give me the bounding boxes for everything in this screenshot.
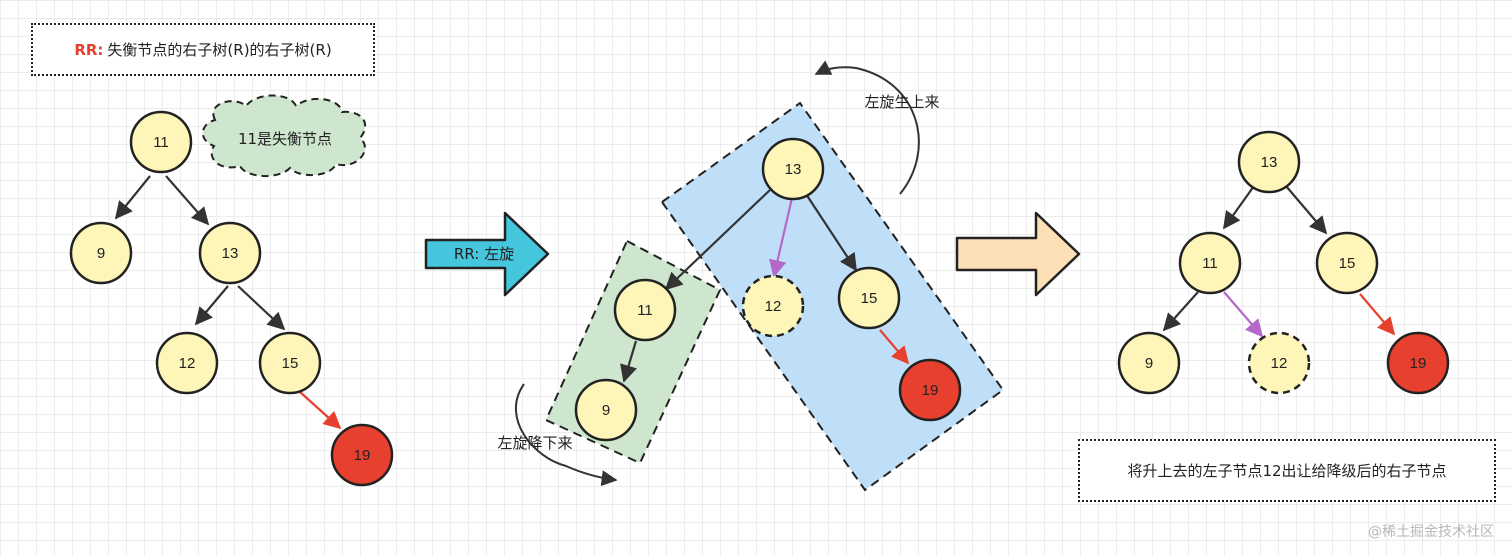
tree2-node-9: 9 [574, 378, 638, 442]
edge-13-15 [805, 193, 857, 272]
tree1-node-11: 11 [129, 110, 193, 174]
tree3-node-11: 11 [1178, 231, 1242, 295]
node-label: 11 [153, 134, 169, 151]
tree1-node-9: 9 [69, 221, 133, 285]
tree2-edges [620, 189, 910, 383]
arrow1-label: RR: 左旋 [454, 245, 514, 263]
cloud-note-text: 11是失衡节点 [238, 130, 332, 148]
node-label: 13 [222, 245, 239, 262]
node-label: 9 [1145, 355, 1153, 372]
edge-13-15 [1285, 185, 1328, 235]
node-label: 13 [785, 161, 802, 178]
tree2-node-11: 11 [613, 278, 677, 342]
rotate-up-arrow [814, 60, 920, 195]
edge-13-11 [664, 189, 771, 291]
edge-15-19 [879, 329, 910, 365]
edge-11-9 [1162, 291, 1199, 332]
tree1-node-19: 19 [330, 423, 394, 487]
title-prefix: RR: [74, 40, 104, 59]
tree1-node-12: 12 [155, 331, 219, 395]
node-label: 15 [282, 355, 299, 372]
rotate-up-label: 左旋生上来 [864, 93, 939, 111]
title-text: 失衡节点的右子树(R)的右子树(R) [107, 41, 332, 59]
rotate-down-label: 左旋降下来 [497, 434, 572, 452]
rotate-down-arrow [514, 383, 618, 487]
tree1-edges [114, 175, 342, 430]
edge-11-9 [114, 175, 151, 220]
node-label: 12 [1271, 355, 1288, 372]
edge-13-11 [1222, 185, 1255, 230]
bottom-note-box: 将升上去的左子节点12出让给降级后的右子节点 [1078, 439, 1496, 502]
node-label: 15 [861, 290, 878, 307]
tree2-node-15: 15 [837, 266, 901, 330]
tree2-node-19: 19 [898, 358, 962, 422]
node-label: 12 [179, 355, 196, 372]
cyan-arrow: RR: 左旋 [424, 211, 550, 297]
watermark: @稀土掘金技术社区 [1368, 524, 1494, 540]
tree1-node-13: 13 [198, 221, 262, 285]
tree3-node-12: 12 [1247, 331, 1311, 395]
rotation-arrows [514, 60, 920, 487]
tree2-node-12: 12 [741, 274, 805, 338]
node-label: 11 [1202, 255, 1218, 272]
node-label: 15 [1339, 255, 1356, 272]
tree3-node-9: 9 [1117, 331, 1181, 395]
edge-15-19 [1359, 293, 1396, 336]
node-label: 11 [637, 302, 653, 319]
node-label: 19 [354, 447, 371, 464]
edge-13-12 [768, 197, 794, 278]
title-box: RR: 失衡节点的右子树(R)的右子树(R) [31, 23, 375, 76]
orange-arrow [955, 211, 1081, 297]
edge-13-12 [194, 285, 229, 326]
tree1-node-15: 15 [258, 331, 322, 395]
tree3-edges [1162, 185, 1396, 338]
tree3-node-15: 15 [1315, 231, 1379, 295]
node-label: 9 [97, 245, 105, 262]
node-label: 13 [1261, 154, 1278, 171]
node-label: 19 [1410, 355, 1427, 372]
tree2-node-13: 13 [761, 137, 825, 201]
edge-11-9 [620, 340, 638, 383]
edge-11-13 [165, 175, 210, 226]
node-label: 9 [602, 402, 610, 419]
tree3-node-19: 19 [1386, 331, 1450, 395]
edge-15-19 [299, 391, 342, 430]
bottom-note-text: 将升上去的左子节点12出让给降级后的右子节点 [1127, 462, 1447, 480]
node-label: 12 [765, 298, 782, 315]
edge-13-15 [237, 285, 286, 331]
cloud-note: 11是失衡节点 [201, 94, 367, 177]
edge-11-12 [1223, 291, 1264, 338]
node-label: 19 [922, 382, 939, 399]
tree3-node-13: 13 [1237, 130, 1301, 194]
